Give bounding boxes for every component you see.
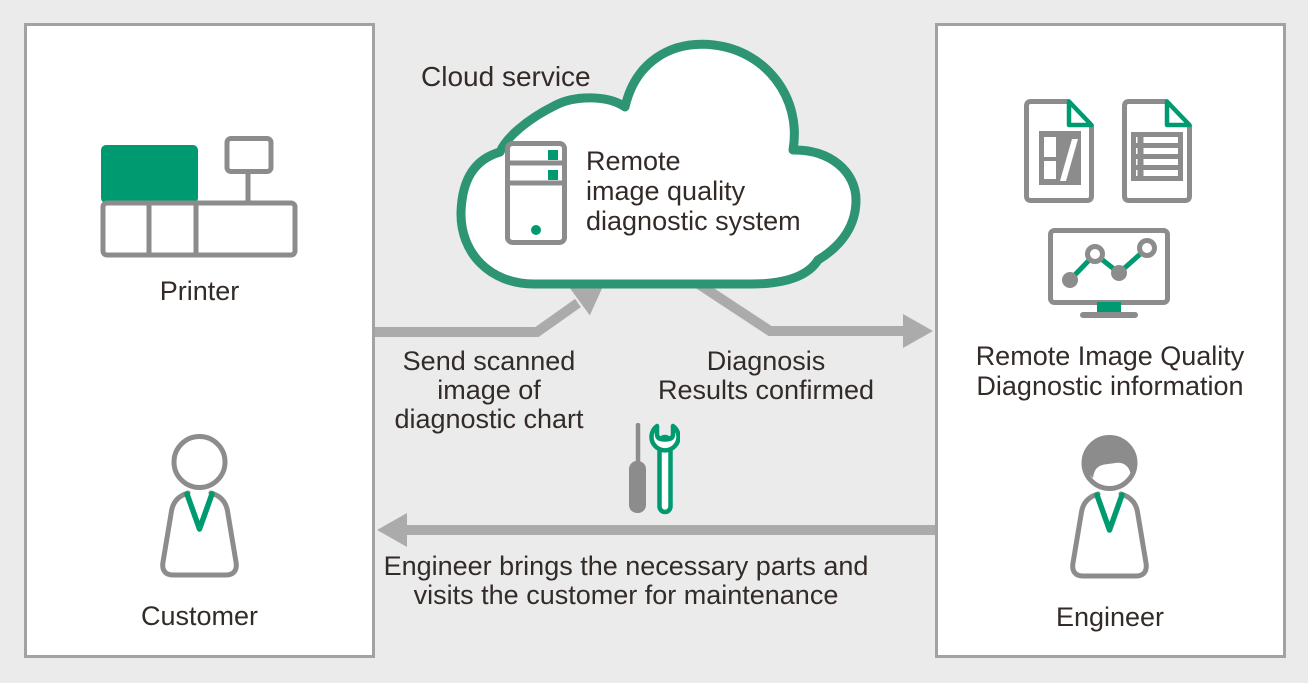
- diagnostic-info-text: Remote Image Quality Diagnostic informat…: [975, 341, 1245, 401]
- visit-label: Engineer brings the necessary parts and …: [383, 551, 869, 610]
- visit-arrow: [377, 513, 935, 547]
- document-report-icon: [1122, 99, 1192, 203]
- chart-monitor-icon: [1048, 228, 1170, 318]
- document-image-icon: [1024, 99, 1094, 203]
- customer-person-icon: [160, 434, 239, 578]
- printer-icon: [100, 136, 298, 258]
- send-label: Send scanned image of diagnostic chart: [394, 346, 584, 434]
- printer-label: Printer: [159, 276, 240, 306]
- customer-label: Customer: [140, 601, 259, 631]
- diagnosis-arrow: [691, 276, 933, 348]
- engineer-label: Engineer: [1055, 602, 1165, 632]
- hair: [1083, 436, 1136, 478]
- send-arrow: [375, 284, 604, 337]
- diagnosis-label: Diagnosis Results confirmed: [657, 346, 875, 405]
- cloud-service-label: Cloud service: [421, 61, 591, 92]
- engineer-person-icon: [1070, 435, 1149, 579]
- cloud-system-text: Remote image quality diagnostic system: [586, 146, 801, 236]
- screwdriver-wrench-icon: [629, 423, 680, 515]
- server-icon: [505, 141, 567, 245]
